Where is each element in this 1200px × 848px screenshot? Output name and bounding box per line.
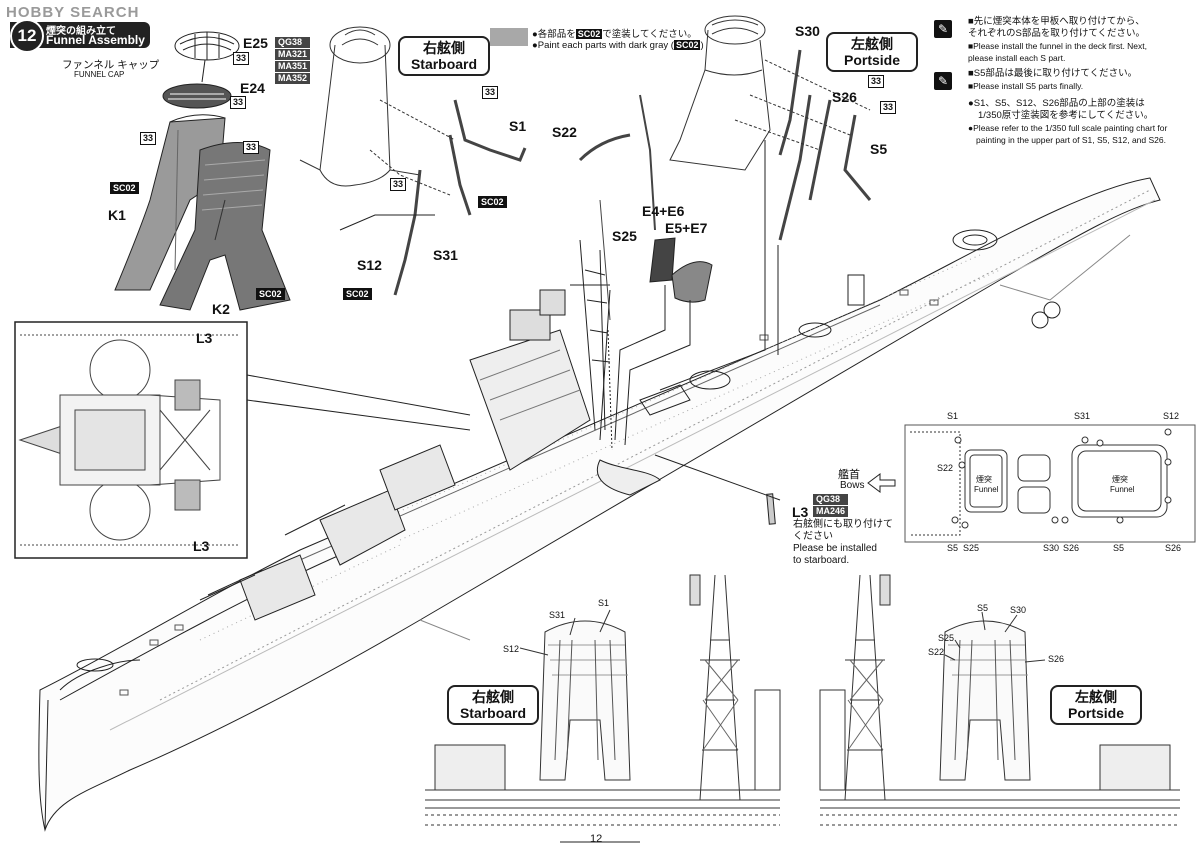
foremast	[579, 239, 611, 431]
plan-funnel-fwd-jp: 煙突	[976, 475, 992, 484]
paint-code: QG38	[813, 494, 849, 505]
watermark-logo: HOBBY SEARCH	[6, 4, 140, 21]
plan-funnel-fwd-en: Funnel	[974, 485, 999, 494]
funnel-cap-label-jp: ファンネル キャップ	[62, 59, 160, 71]
paint-code-k2: SC02	[256, 288, 285, 300]
pen-icon: ✎	[934, 72, 952, 90]
elev-label-s12: S12	[503, 644, 520, 654]
portside-label-top: 左舷側 Portside	[826, 32, 918, 72]
paint-ref-s12: 33	[390, 178, 407, 191]
elev-label-s30: S30	[1010, 605, 1027, 615]
funnel-cap-label-en: FUNNEL CAP	[74, 70, 125, 79]
instruction-note-3: ●S1、S5、S12、S26部品の上部の塗装は 1/350原寸塗装図を参考にして…	[968, 98, 1168, 145]
part-e5e7	[671, 261, 713, 303]
paint-note-en: ●Paint each parts with dark gray (SC02)	[532, 40, 704, 51]
bows-label-en: Bows	[840, 480, 865, 491]
part-label-s26: S26	[832, 89, 857, 105]
part-e4e6	[649, 237, 676, 283]
plan-funnel-aft-jp: 煙突	[1112, 475, 1128, 484]
plan-label-s1: S1	[947, 411, 959, 421]
part-label-s5: S5	[870, 141, 888, 157]
part-label-e5e7: E5+E7	[665, 220, 708, 236]
bows-label-jp: 艦首	[838, 469, 860, 481]
part-label-s22: S22	[552, 124, 577, 140]
elev-label-s22: S22	[928, 647, 945, 657]
turret-1	[239, 554, 316, 621]
plan-label-s31: S31	[1074, 411, 1091, 421]
plan-label-s26-right: S26	[1165, 543, 1182, 553]
paint-ref-e24: 33	[230, 96, 247, 109]
plan-label-s22: S22	[937, 463, 954, 473]
turret-2	[319, 489, 406, 566]
part-label-s30: S30	[795, 23, 820, 39]
plan-label-s30: S30	[1043, 543, 1060, 553]
plan-label-s26: S26	[1063, 543, 1080, 553]
paint-code: MA321	[275, 49, 311, 60]
part-label-k2: K2	[212, 301, 230, 317]
part-label-s12: S12	[357, 257, 382, 273]
step-number: 12	[10, 19, 44, 53]
step-title-en: Funnel Assembly	[46, 33, 145, 47]
page-number: 12	[590, 833, 603, 845]
elev-label-s1: S1	[598, 598, 610, 608]
funnel-grate-e24	[162, 83, 232, 109]
l3-install-note: 右舷側にも取り付けて ください Please be installed to s…	[793, 519, 893, 566]
part-label-s25: S25	[612, 228, 637, 244]
paint-code-k1: SC02	[110, 182, 139, 194]
paint-codes-l3: QG38 MA246	[813, 494, 849, 518]
paint-code: QG38	[275, 37, 311, 48]
ship-hull-outline	[38, 177, 1161, 832]
paint-code: MA246	[813, 506, 849, 517]
plan-funnel-aft-en: Funnel	[1110, 485, 1135, 494]
part-label-l3: L3	[792, 504, 809, 520]
paint-ref-e25: 33	[233, 52, 250, 65]
pen-icon: ✎	[934, 20, 952, 38]
part-label-l3-inset-top: L3	[196, 330, 213, 346]
paint-codes-e25: QG38 MA321 MA351 MA352	[275, 37, 311, 85]
part-label-l3-inset-bottom: L3	[193, 538, 210, 554]
plan-label-s5-left: S5	[947, 543, 959, 553]
paint-ref-k2: 33	[243, 141, 260, 154]
plan-label-s12: S12	[1163, 411, 1180, 421]
plan-label-s25: S25	[963, 543, 980, 553]
part-label-k1: K1	[108, 207, 126, 223]
paint-ref-s1: 33	[482, 86, 499, 99]
funnel-half-k2	[159, 142, 291, 311]
paint-code-s12: SC02	[343, 288, 372, 300]
instruction-note-1: ■先に煙突本体を甲板へ取り付けてから、 それぞれのS部品を取り付けてください。 …	[968, 16, 1148, 63]
step-title-jp: 煙突の組み立て	[46, 26, 116, 37]
funnel-half-k1	[114, 117, 226, 291]
plan-label-s5-right: S5	[1113, 543, 1125, 553]
part-label-e25: E25	[243, 35, 268, 51]
turret-3	[379, 444, 456, 511]
part-label-s31: S31	[433, 247, 458, 263]
paint-ref-s26: 33	[880, 101, 897, 114]
part-label-s1: S1	[509, 118, 527, 134]
starboard-label-bottom: 右舷側 Starboard	[447, 685, 539, 725]
starboard-label-top: 右舷側 Starboard	[398, 36, 490, 76]
plan-view-frame	[904, 424, 1196, 543]
elev-label-s25: S25	[938, 633, 955, 643]
paint-code-s31: SC02	[478, 196, 507, 208]
paint-ref-s30: 33	[868, 75, 885, 88]
paint-ref-k1: 33	[140, 132, 157, 145]
part-label-e24: E24	[240, 80, 265, 96]
paint-swatch-dark-gray	[490, 28, 528, 46]
instruction-note-2: ■S5部品は最後に取り付けてください。 ■Please install S5 p…	[968, 68, 1138, 91]
elev-label-s31: S31	[549, 610, 566, 620]
part-label-e4e6: E4+E6	[642, 203, 685, 219]
paint-code: MA351	[275, 61, 311, 72]
portside-label-bottom: 左舷側 Portside	[1050, 685, 1142, 725]
elev-label-s26: S26	[1048, 654, 1065, 664]
paint-code: MA352	[275, 73, 311, 84]
elev-label-s5: S5	[977, 603, 989, 613]
